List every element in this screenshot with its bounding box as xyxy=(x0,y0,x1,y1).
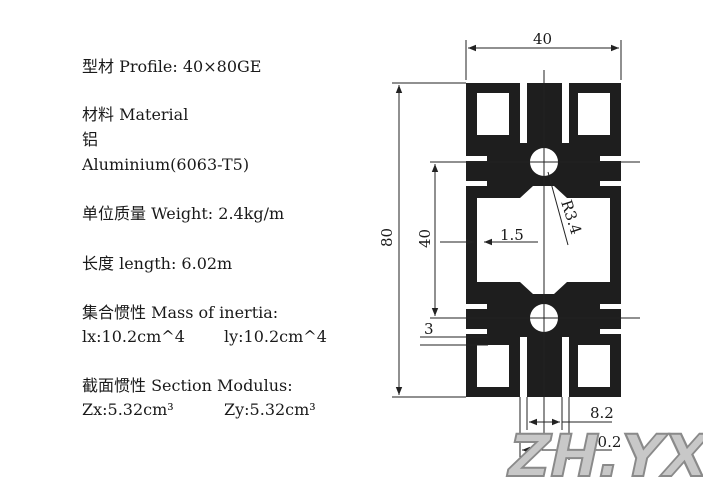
dim-wall-label: 1.5 xyxy=(500,226,524,244)
watermark: ZH.YX xyxy=(500,422,703,491)
ix-value: lx:10.2cm^4 xyxy=(82,327,185,346)
zx-value: Zx:5.32cm³ xyxy=(82,400,174,419)
inertia-label: 集合惯性 Mass of inertia: xyxy=(82,303,279,322)
dim-slot-small-label: 3 xyxy=(424,320,434,338)
height-dimension xyxy=(392,82,466,398)
dim-slot-width-label: 8.2 xyxy=(590,404,614,422)
material-label: 材料 Material xyxy=(82,105,189,124)
zy-value: Zy:5.32cm³ xyxy=(224,400,316,419)
modulus-values: Zx:5.32cm³ Zy:5.32cm³ xyxy=(82,399,316,421)
dim-center-label: 40 xyxy=(416,229,434,248)
iy-value: ly:10.2cm^4 xyxy=(224,327,327,346)
slot-small-dimension xyxy=(420,336,488,346)
material-cn: 铝 xyxy=(82,130,99,149)
width-dimension xyxy=(465,40,622,80)
radius-leader xyxy=(547,171,569,246)
dim-width-label: 40 xyxy=(533,30,552,48)
material-en: Aluminium(6063-T5) xyxy=(82,155,250,174)
center-lines xyxy=(430,70,640,440)
profile-spec: 型材 Profile: 40×80GE xyxy=(82,57,262,76)
inertia-values: lx:10.2cm^4 ly:10.2cm^4 xyxy=(82,326,327,348)
weight-spec: 单位质量 Weight: 2.4kg/m xyxy=(82,204,285,223)
modulus-label: 截面惯性 Section Modulus: xyxy=(82,376,293,395)
dim-slot-outer-label: 20.2 xyxy=(588,433,621,451)
length-spec: 长度 length: 6.02m xyxy=(82,254,233,273)
slot-width-dimension xyxy=(519,397,612,460)
dim-height-label: 80 xyxy=(378,228,396,247)
dim-radius-label: R3.4 xyxy=(557,198,585,237)
watermark-text: ZH.YX xyxy=(501,423,703,490)
